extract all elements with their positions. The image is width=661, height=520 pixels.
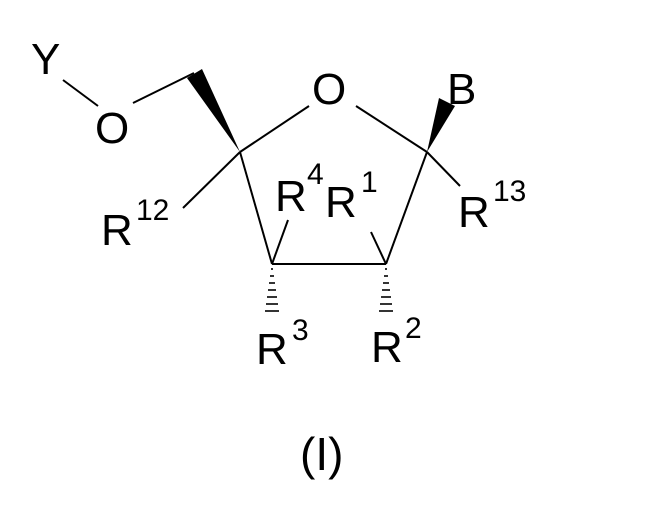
r12-superscript: 12 (136, 194, 169, 227)
bond-c4-r12 (183, 152, 240, 208)
r13-superscript: 13 (493, 175, 526, 208)
bond-y-o (63, 80, 98, 106)
r2-base: R (371, 323, 403, 372)
atom-b: B (447, 65, 476, 114)
hashed-bond-c3-r3 (265, 269, 279, 311)
substituent-r12: R 12 (101, 194, 169, 255)
substituent-r2: R 2 (371, 312, 422, 372)
bond-c1-r13 (427, 152, 460, 186)
bond-o-ring-right (356, 106, 427, 152)
r13-base: R (458, 188, 490, 237)
compound-label: (I) (300, 428, 343, 480)
substituent-r3: R 3 (256, 314, 309, 374)
bond-ch2-o (133, 73, 194, 103)
bond-o-ring-left (240, 106, 309, 152)
bond-c2-r1 (371, 232, 386, 264)
atom-o-ring: O (312, 65, 346, 114)
r2-superscript: 2 (405, 312, 422, 345)
hashed-bond-c2-r2 (379, 269, 393, 311)
r4-superscript: 4 (307, 158, 324, 191)
bond-c3-r4 (272, 220, 288, 264)
r3-superscript: 3 (292, 314, 309, 347)
r3-base: R (256, 325, 288, 374)
r4-base: R (275, 172, 307, 221)
atom-o-ether: O (95, 104, 129, 153)
substituent-r1: R 1 (325, 166, 378, 227)
bond-c2-c1 (386, 152, 427, 264)
wedge-bond-c4-ch2 (187, 69, 240, 152)
bond-c4-c3 (240, 152, 272, 264)
r12-base: R (101, 206, 133, 255)
r1-superscript: 1 (361, 166, 378, 199)
substituent-r4: R 4 (275, 158, 324, 221)
r1-base: R (325, 178, 357, 227)
substituent-r13: R 13 (458, 175, 526, 237)
atom-y: Y (31, 35, 60, 84)
